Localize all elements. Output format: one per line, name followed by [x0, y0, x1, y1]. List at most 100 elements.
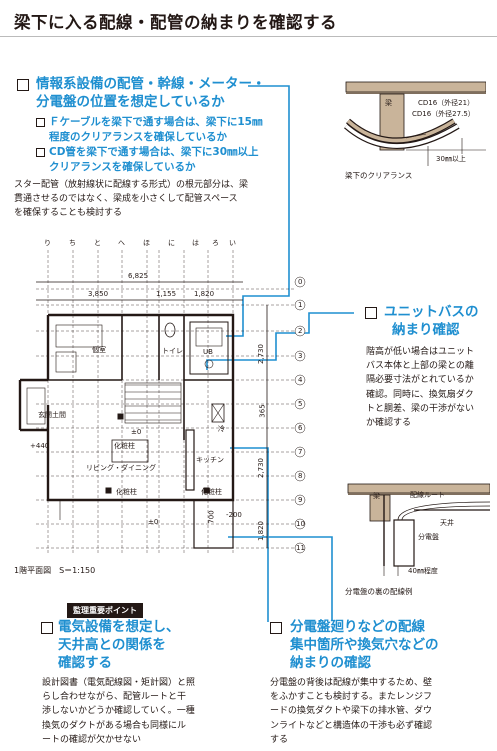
title-rule: [0, 36, 497, 37]
room-makeup-col-1: 化粧柱: [114, 442, 135, 450]
room-bedroom: 個室: [92, 346, 106, 354]
plan-col-letter: ち: [69, 239, 76, 247]
page-title: 梁下に入る配線・配管の納まりを確認する: [14, 13, 337, 32]
f-cable-line: Ｆケーブルを梁下で通す場合は、梁下に15㎜: [49, 116, 263, 128]
plan-col-letter: ろ: [212, 239, 219, 247]
info-body-line: 貫通させるのではなく、梁成を小さくして配管スペース: [14, 194, 238, 205]
panel-ceiling-label: 天井: [440, 519, 454, 527]
plan-row-number: 1: [298, 301, 303, 309]
checkbox-cd-pipe[interactable]: [36, 148, 45, 157]
electric-body-line: 換気のダクトがある場合も同様にル: [42, 720, 187, 731]
electric-body-line: 渉しないかどうか確認していく。一種: [42, 706, 195, 717]
room-entrance: 玄関土間: [38, 411, 66, 419]
panel-gap-label: 40㎜程度: [408, 567, 438, 575]
panel-area-heading-line: 分電盤廻りなどの配線: [290, 619, 425, 635]
room-fridge: 冷: [218, 425, 225, 433]
plan-row-number: 11: [296, 544, 305, 552]
plan-col-letter: は: [192, 239, 199, 247]
plan-row-number: 8: [298, 472, 303, 480]
checkbox-f-cable[interactable]: [36, 118, 45, 127]
electric-body-line: 設計図書（電気配線図・矩計図）と照: [42, 678, 196, 688]
plan-row-number: 6: [298, 424, 303, 432]
beam-label: 梁: [385, 99, 392, 107]
electric-heading: 電気設備を想定し、 天井高との関係を 確認する: [58, 618, 180, 672]
room-level-0b: ±0: [148, 518, 159, 526]
electric-heading-line: 確認する: [58, 655, 112, 671]
unit-bath-heading-line: 納まり確認: [392, 322, 460, 338]
plan-row-number: 3: [298, 352, 303, 360]
panel-area-body-line: する: [270, 734, 289, 745]
cd-pipe-text: CD管を梁下で通す場合は、梁下に30㎜以上 クリアランスを確保しているか: [49, 145, 259, 175]
panel-area-heading-line: 集中箇所や換気穴などの: [290, 637, 439, 653]
room-kitchen: キッチン: [196, 456, 224, 464]
checkbox-unit-bath[interactable]: [365, 307, 377, 319]
f-cable-text: Ｆケーブルを梁下で通す場合は、梁下に15㎜ 程度のクリアランスを確保しているか: [49, 115, 262, 145]
panel-area-body-line: ードの換気ダクトや梁下の排水管、ダウ: [270, 706, 433, 717]
info-body-line: を確保することも検討する: [14, 208, 123, 219]
cd-pipe-line: クリアランスを確保しているか: [49, 161, 196, 173]
panel-area-body-line: ンライトなどと構造体の干渉も必ず確認: [270, 720, 433, 731]
clearance-label: 30㎜以上: [436, 155, 466, 163]
room-dim-700: 700: [207, 510, 216, 524]
plan-col-letter: い: [229, 239, 236, 247]
panel-area-heading-line: 納まりの確認: [290, 655, 371, 671]
beam-clearance-diagram: [344, 81, 486, 166]
plan-row-number: 2: [298, 327, 303, 335]
room-living: リビング・ダイニング: [86, 464, 156, 472]
plan-vdim: 2,730: [257, 343, 266, 365]
checkbox-info[interactable]: [17, 79, 29, 91]
unit-bath-heading: ユニットバスの 納まり確認: [384, 303, 479, 339]
electric-heading-line: 天井高との関係を: [58, 637, 166, 653]
plan-col-letter: ほ: [143, 239, 150, 247]
room-makeup-col-2: 化粧柱: [116, 488, 137, 496]
plan-row-number: 10: [296, 520, 305, 528]
plan-row-number: 4: [298, 376, 303, 384]
plan-vdim: 1,820: [257, 520, 266, 542]
unit-bath-body-line: 隔必要寸法がとれているか: [366, 375, 474, 386]
plan-total-dim: 6,825: [128, 272, 149, 280]
f-cable-line: 程度のクリアランスを確保しているか: [49, 131, 227, 143]
info-body-line: スター配管（放射線状に配線する形式）の根元部分は、梁: [14, 180, 249, 190]
cd16-label-2: CD16（外径27.5）: [412, 110, 475, 118]
room-makeup-col-3: 化粧柱: [201, 488, 222, 496]
plan-dim: 1,820: [194, 290, 215, 298]
plan-col-letter: に: [168, 239, 175, 247]
panel-route-label: 配線ルート: [410, 491, 445, 499]
unit-bath-body-line: バス本体と上部の梁との離: [366, 361, 474, 372]
cd16-label-1: CD16（外径21）: [418, 99, 475, 107]
checkbox-electric[interactable]: [41, 622, 53, 634]
room-level-plus440: +440: [30, 442, 50, 450]
panel-area-body: 分電盤の背後は配線が集中するため、壁 をふかすことも検討する。またレンジフ ード…: [270, 676, 432, 747]
unit-bath-body-line: 確認。同時に、換気扇ダク: [366, 389, 474, 400]
beam-figure-caption: 梁下のクリアランス: [345, 171, 413, 180]
panel-area-body-line: をふかすことも検討する。またレンジフ: [270, 692, 433, 703]
panel-area-body-line: 分電盤の背後は配線が集中するため、壁: [270, 678, 433, 688]
unit-bath-body-line: 階高が低い場合はユニット: [366, 347, 475, 357]
electric-body-line: らし合わせながら、配管ルートと干: [42, 692, 187, 703]
electric-body-line: ートの確認が欠かせない: [42, 734, 142, 745]
plan-vdim: 365: [258, 404, 267, 418]
unit-bath-body-line: トと胴差、梁の干渉がない: [366, 403, 475, 414]
plan-vdim: 2,730: [257, 457, 266, 479]
plan-row-number: 5: [298, 400, 303, 408]
checkbox-panel-area[interactable]: [270, 622, 282, 634]
unit-bath-body-line: か確認する: [366, 418, 412, 429]
panel-area-heading: 分電盤廻りなどの配線 集中箇所や換気穴などの 納まりの確認: [290, 618, 439, 672]
plan-row-number: 9: [298, 496, 303, 504]
plan-caption: 1階平面図 S＝1:150: [14, 566, 96, 575]
room-ub: UB: [203, 348, 213, 356]
key-point-badge: 監理重要ポイント: [67, 603, 143, 618]
plan-col-letter: と: [94, 239, 101, 247]
room-level-0: ±0: [131, 428, 142, 436]
cd-pipe-line: CD管を梁下で通す場合は、梁下に30㎜以上: [49, 146, 259, 158]
plan-row-number: 0: [298, 278, 303, 286]
info-body: スター配管（放射線状に配線する形式）の根元部分は、梁 貫通させるのではなく、梁成…: [14, 178, 248, 221]
info-heading: 情報系設備の配管・幹線・メーター・ 分電盤の位置を想定しているか: [36, 75, 266, 111]
unit-bath-heading-line: ユニットバスの: [384, 304, 479, 320]
panel-wiring-diagram: [347, 483, 490, 576]
electric-heading-line: 電気設備を想定し、: [58, 619, 180, 635]
info-heading-line: 分電盤の位置を想定しているか: [36, 94, 225, 110]
plan-dim: 3,850: [88, 290, 109, 298]
panel-label: 分電盤: [418, 533, 439, 541]
